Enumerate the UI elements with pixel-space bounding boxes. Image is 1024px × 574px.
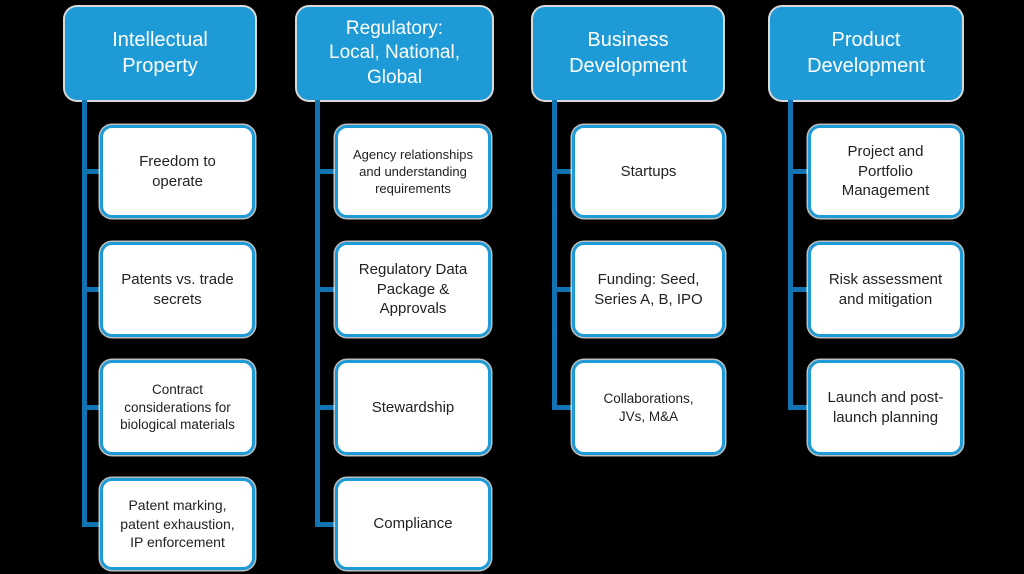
connector-elbow-line [315, 169, 335, 174]
topic-box: Funding: Seed, Series A, B, IPO [572, 242, 725, 337]
topic-box: Startups [572, 125, 725, 218]
topic-box: Project and Portfolio Management [808, 125, 963, 218]
connector-elbow-line [788, 287, 808, 292]
connector-vertical-line [788, 100, 793, 410]
topic-box: Regulatory Data Package & Approvals [335, 242, 491, 337]
connector-elbow-line [552, 169, 572, 174]
topic-box: Stewardship [335, 360, 491, 455]
connector-elbow-line [315, 405, 335, 410]
topic-box: Contract considerations for biological m… [100, 360, 255, 455]
column-header: Business Development [533, 7, 723, 100]
topic-box: Freedom to operate [100, 125, 255, 218]
connector-vertical-line [315, 100, 320, 527]
connector-elbow-line [82, 169, 100, 174]
topic-box: Agency relationships and understanding r… [335, 125, 491, 218]
column-header: Intellectual Property [65, 7, 255, 100]
topic-box: Patent marking, patent exhaustion, IP en… [100, 478, 255, 570]
connector-elbow-line [315, 521, 335, 527]
column-header: Regulatory: Local, National, Global [297, 7, 492, 100]
connector-elbow-line [788, 169, 808, 174]
connector-elbow-line [82, 405, 100, 410]
topic-box: Patents vs. trade secrets [100, 242, 255, 337]
topic-box: Risk assessment and mitigation [808, 242, 963, 337]
connector-vertical-line [82, 100, 87, 527]
connector-elbow-line [82, 287, 100, 292]
topic-box: Launch and post-launch planning [808, 360, 963, 455]
connector-elbow-line [788, 405, 808, 410]
topic-box: Compliance [335, 478, 491, 570]
connector-elbow-line [552, 405, 572, 410]
topic-box: Collaborations, JVs, M&A [572, 360, 725, 455]
connector-elbow-line [552, 287, 572, 292]
connector-vertical-line [552, 100, 557, 410]
connector-elbow-line [82, 521, 100, 527]
column-header: Product Development [770, 7, 962, 100]
connector-elbow-line [315, 287, 335, 292]
